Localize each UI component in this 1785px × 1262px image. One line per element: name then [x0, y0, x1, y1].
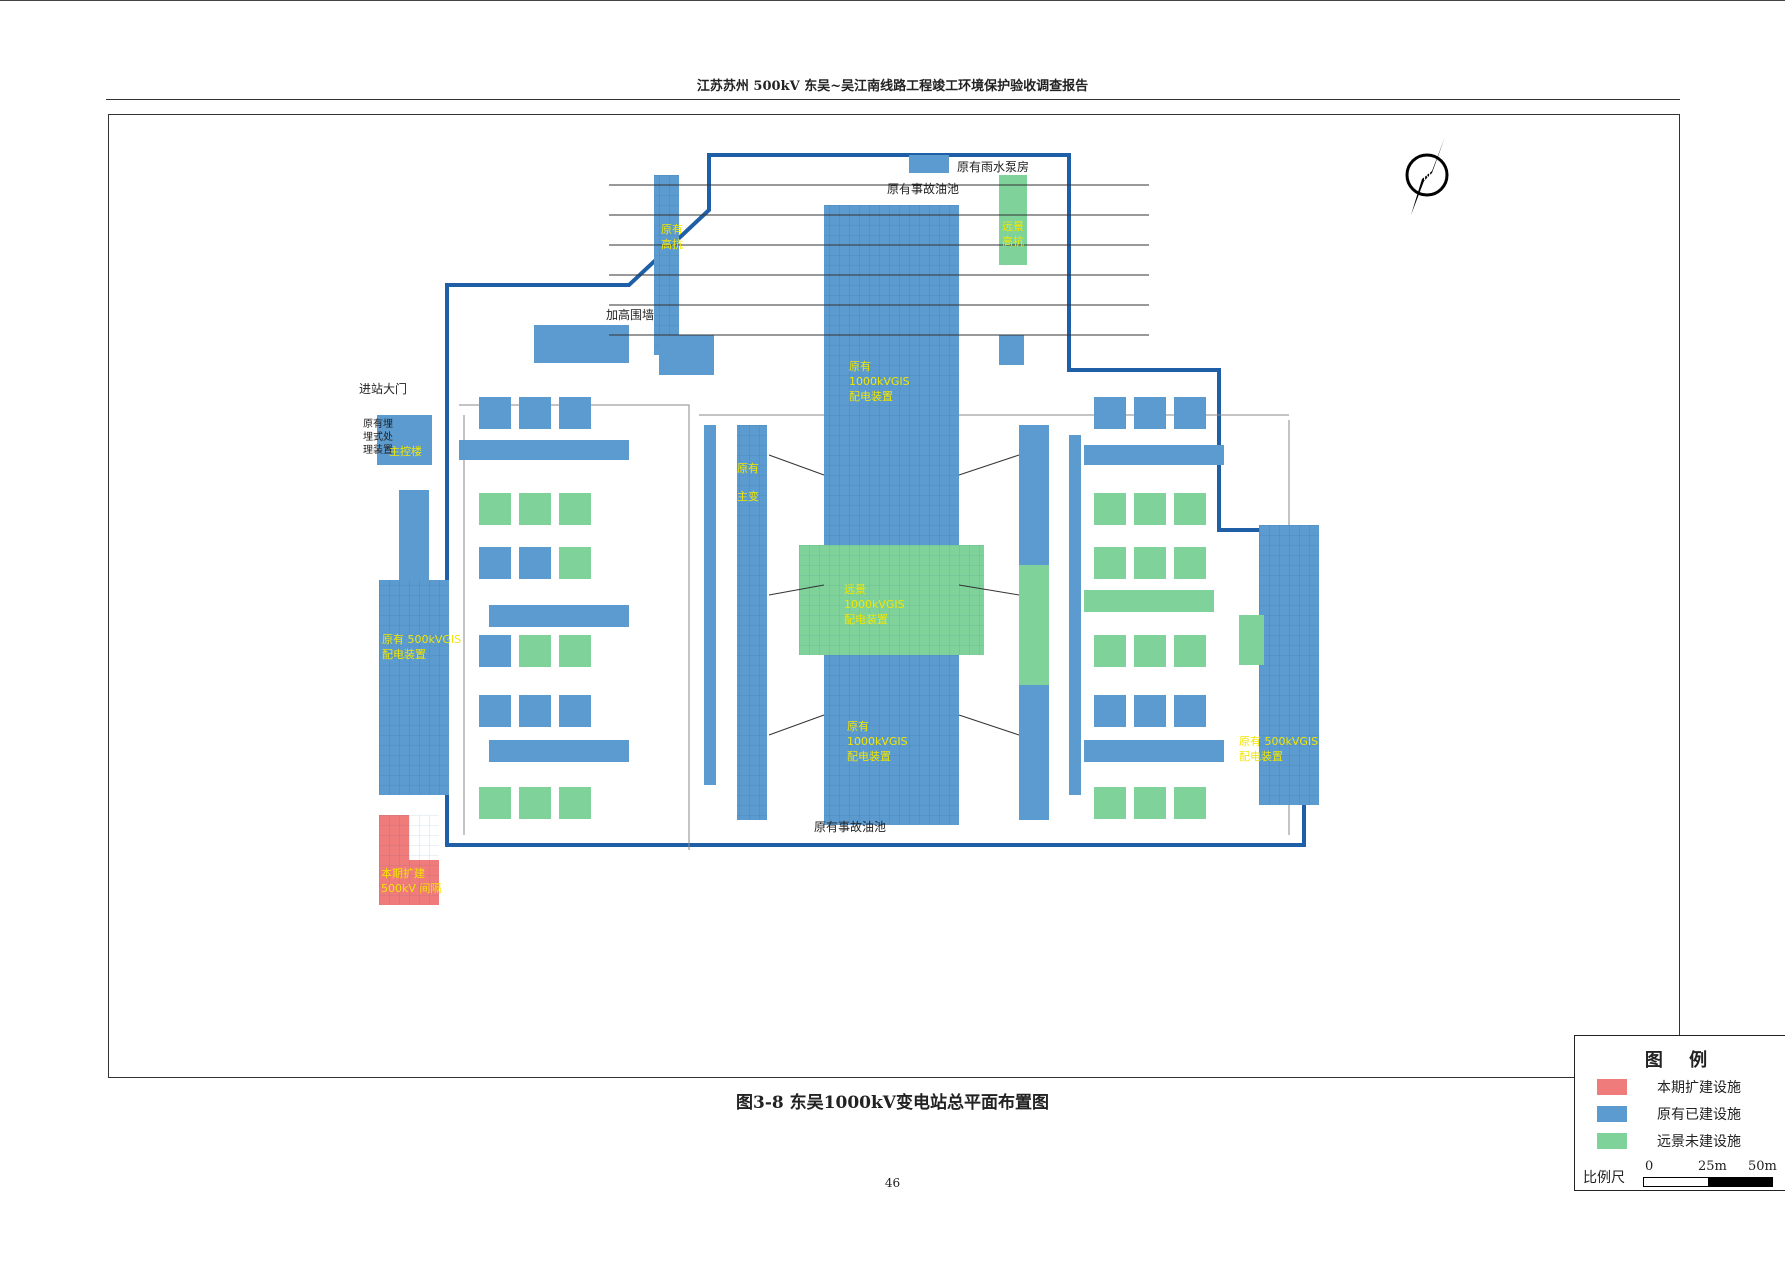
main-tx-right-mid	[1019, 565, 1049, 685]
legend-label: 远景未建设施	[1657, 1134, 1741, 1150]
label-oil-pool-top: 原有事故油池	[887, 181, 959, 196]
pump-house	[909, 155, 949, 173]
scale-bar-fill	[1708, 1178, 1772, 1186]
label-high-wall: 加高围墙	[606, 307, 654, 322]
gis-1000-mid-grid	[799, 545, 984, 655]
bus-right-2	[1084, 590, 1214, 612]
svg-text:N: N	[1423, 170, 1431, 183]
label-gis500-right-2: 配电装置	[1239, 750, 1283, 763]
label-gis-bot-3: 配电装置	[847, 750, 891, 763]
bus-right-3	[1084, 740, 1224, 762]
top-rule	[0, 0, 1785, 1]
scale-bar-graphic	[1643, 1177, 1773, 1187]
bus-left-2	[489, 605, 629, 627]
legend-label: 本期扩建设施	[1657, 1080, 1741, 1096]
scale-tick: 50m	[1748, 1159, 1777, 1174]
scale-tick: 25m	[1698, 1159, 1727, 1174]
label-entrance: 进站大门	[359, 381, 407, 396]
bus-left-3	[489, 740, 629, 762]
scale-tick: 0	[1645, 1159, 1654, 1174]
reactor-tiles-right	[1094, 397, 1206, 819]
label-gis-mid-3: 配电装置	[844, 613, 888, 626]
site-plan-figure: N 原有雨水泵房 原有事故油池 原有事故油池 加高围墙 进站大门 原有埋 埋式处…	[108, 114, 1785, 1191]
label-gis500-left-2: 配电装置	[382, 648, 426, 661]
main-tx-left-grid	[737, 425, 767, 820]
label-main-tx-2: 主变	[737, 489, 759, 503]
label-gis-top-1: 原有	[849, 359, 871, 373]
gis-1000-top-grid	[824, 205, 959, 545]
label-main-tx-1: 原有	[737, 461, 759, 475]
legend-item-expansion: 本期扩建设施	[1597, 1076, 1741, 1098]
label-gis-mid-2: 1000kVGIS	[844, 598, 905, 611]
header-rule	[106, 99, 1680, 100]
legend-title: 图 例	[1644, 1050, 1718, 1071]
legend-swatch-existing	[1597, 1106, 1627, 1122]
label-future-2: 高抗	[1002, 234, 1024, 248]
legend-swatch-future	[1597, 1133, 1627, 1149]
page-number: 46	[884, 1176, 901, 1190]
bus-vertical-right	[1069, 435, 1081, 795]
label-oil-pool-bottom: 原有事故油池	[814, 819, 886, 834]
small-building-2	[659, 335, 714, 375]
label-expansion-1: 本期扩建	[381, 866, 425, 880]
small-building-1	[534, 325, 629, 363]
label-gis-top-2: 1000kVGIS	[849, 375, 910, 388]
bus-right-1	[1084, 445, 1224, 465]
label-gis-mid-1: 远景	[844, 583, 866, 596]
figure-caption: 图3-8 东吴1000kV变电站总平面布置图	[736, 1093, 1049, 1113]
label-hv-reactor-2: 高抗	[661, 237, 683, 251]
label-gis-bot-2: 1000kVGIS	[847, 735, 908, 748]
future-reactor-top-right	[999, 175, 1027, 265]
gis-1000-bot-grid	[824, 655, 959, 825]
gis-500-left-top	[399, 490, 429, 580]
legend-item-existing: 原有已建设施	[1597, 1103, 1741, 1125]
gis-500-left-grid	[379, 580, 449, 795]
legend-swatch-expansion	[1597, 1079, 1627, 1095]
reactor-tiles-left	[479, 397, 591, 819]
small-building-3	[999, 335, 1024, 365]
site-plan-drawing: N 原有雨水泵房 原有事故油池 原有事故油池 加高围墙 进站大门 原有埋 埋式处…	[359, 137, 1449, 905]
connection-lines	[609, 184, 1149, 736]
label-sewage-1: 原有埋	[363, 417, 393, 430]
main-tx-right-top	[1019, 425, 1049, 565]
gis-500-right-grid	[1259, 525, 1319, 805]
label-rain-pump: 原有雨水泵房	[957, 159, 1029, 174]
control-building	[377, 415, 432, 465]
page-header: 江苏苏州 500kV 东吴~吴江南线路工程竣工环境保护验收调查报告	[696, 79, 1089, 94]
bus-left-1	[459, 440, 629, 460]
scale-label: 比例尺	[1583, 1170, 1625, 1186]
inner-road	[459, 404, 1290, 850]
label-gis500-right-1: 原有 500kVGIS	[1239, 734, 1318, 748]
legend-label: 原有已建设施	[1657, 1107, 1741, 1123]
label-sewage-3: 理装置	[363, 443, 393, 456]
label-hv-reactor-1: 原有	[661, 222, 683, 236]
main-tx-right-bot	[1019, 685, 1049, 820]
label-expansion-2: 500kV 间隔	[381, 882, 441, 895]
gis-500-right-future	[1239, 615, 1264, 665]
north-arrow-icon: N	[1405, 137, 1449, 215]
label-control-bldg: 主控楼	[389, 444, 422, 458]
scale-bar: 比例尺 0 25m 50m	[1583, 1159, 1783, 1187]
label-future-1: 远景	[1002, 220, 1024, 233]
label-gis-top-3: 配电装置	[849, 390, 893, 403]
bus-vertical-left	[704, 425, 716, 785]
legend-item-future: 远景未建设施	[1597, 1130, 1741, 1152]
label-sewage-2: 埋式处	[363, 430, 393, 443]
expansion-area-grid	[379, 815, 439, 905]
label-gis500-left-1: 原有 500kVGIS	[382, 632, 461, 646]
label-gis-bot-1: 原有	[847, 719, 869, 733]
legend: 图 例 本期扩建设施 原有已建设施 远景未建设施 比例尺 0 25m 50m	[1574, 1035, 1785, 1191]
reactor-column-left-grid	[654, 175, 679, 355]
